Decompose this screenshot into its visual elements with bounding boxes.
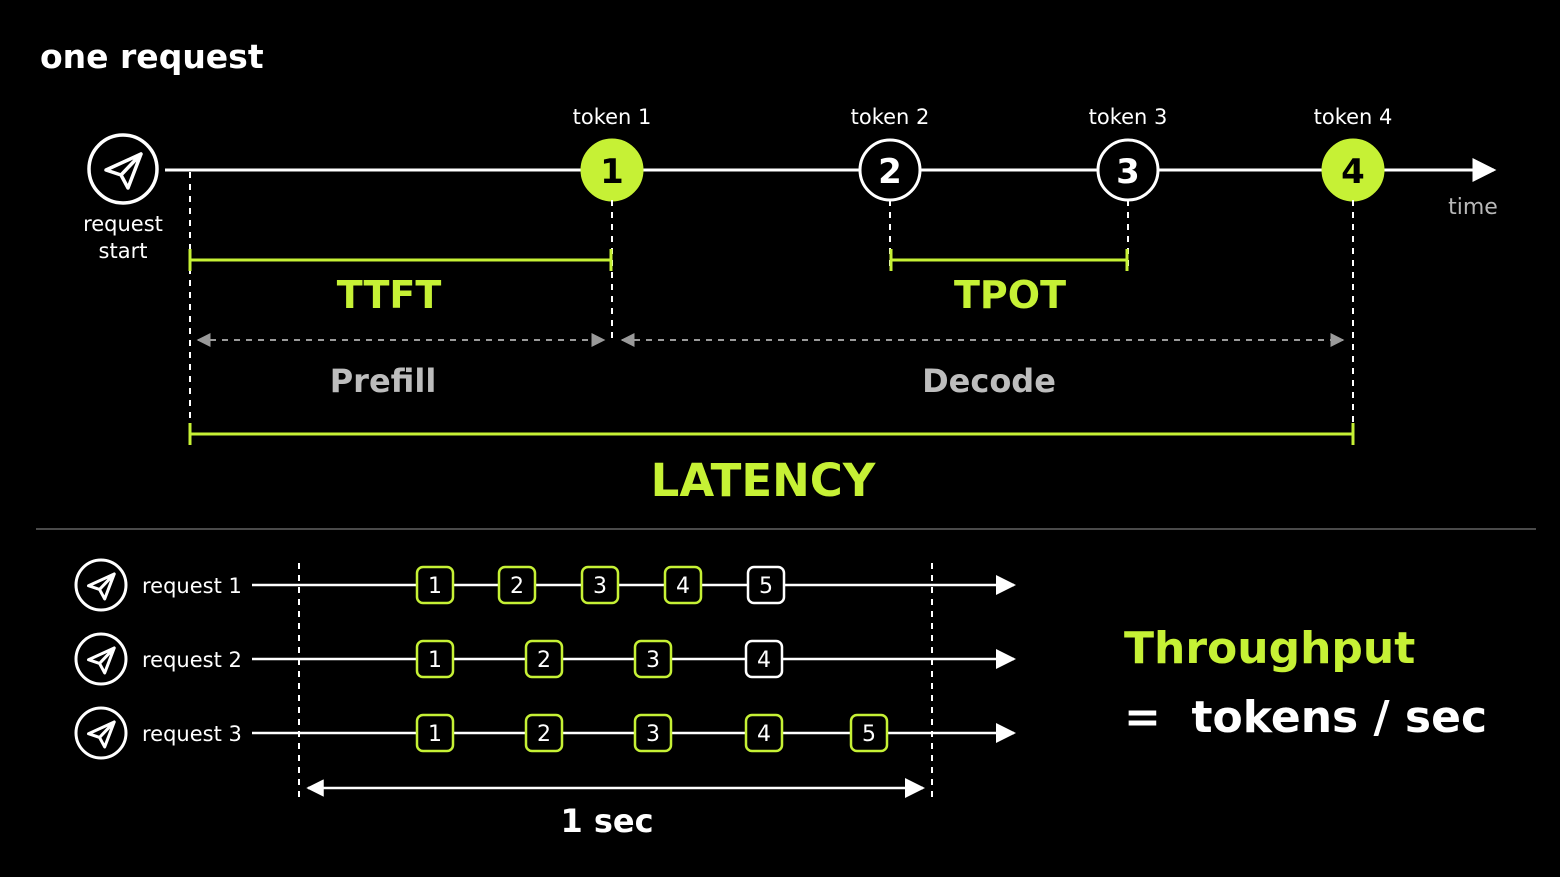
token-box-number: 3 (646, 722, 660, 747)
tpot-bracket (889, 249, 1129, 271)
token-label: token 4 (1314, 105, 1393, 129)
time-axis-label: time (1448, 195, 1498, 220)
request-1-icon (74, 558, 128, 612)
token-label: token 1 (573, 105, 652, 129)
token-box-number: 1 (428, 722, 442, 747)
token-label: token 3 (1089, 105, 1168, 129)
request-label: request 2 (142, 648, 242, 672)
request-start-icon (87, 133, 159, 205)
decode-label: Decode (922, 362, 1056, 400)
request-label: request 1 (142, 574, 242, 598)
token-box: 2 (497, 565, 537, 605)
request-label: request 3 (142, 722, 242, 746)
token-label: token 2 (851, 105, 930, 129)
token-box: 4 (663, 565, 703, 605)
token-box-number: 2 (537, 722, 551, 747)
prefill-label: Prefill (330, 362, 437, 400)
token-box-number: 3 (646, 648, 660, 673)
token-1-marker: 1 (580, 138, 644, 202)
token-box: 3 (633, 713, 673, 753)
ttft-bracket (188, 249, 613, 271)
token-box: 4 (744, 713, 784, 753)
token-box: 5 (849, 713, 889, 753)
token-box: 2 (524, 639, 564, 679)
latency-label: LATENCY (651, 454, 877, 507)
token-box: 3 (580, 565, 620, 605)
token-box: 4 (744, 639, 784, 679)
request-start-label: request (83, 212, 163, 236)
request-row-2: request 2 1 2 3 4 (74, 632, 1016, 686)
token-box-number: 1 (428, 574, 442, 599)
token-box: 1 (415, 639, 455, 679)
token-number: 1 (600, 152, 624, 192)
ttft-label: TTFT (337, 273, 442, 317)
token-box: 3 (633, 639, 673, 679)
token-box-number: 2 (537, 648, 551, 673)
token-number: 3 (1116, 152, 1140, 192)
token-2-marker: 2 (858, 138, 922, 202)
token-box: 2 (524, 713, 564, 753)
token-box: 5 (746, 565, 786, 605)
request-2-icon (74, 632, 128, 686)
token-box-number: 5 (759, 574, 773, 599)
top-token-markers: 1 token 1 2 token 2 3 token 3 4 token 4 (573, 105, 1393, 202)
token-number: 4 (1341, 152, 1365, 192)
token-box-number: 4 (757, 722, 771, 747)
token-box-number: 5 (862, 722, 876, 747)
window-label: 1 sec (560, 802, 653, 840)
throughput-title: Throughput (1124, 623, 1415, 674)
latency-bracket (188, 423, 1355, 445)
request-rows: request 1 1 2 3 4 5 request 2 1 2 3 4 request 3 1 2 3 4… (74, 558, 1016, 760)
token-box-number: 3 (593, 574, 607, 599)
request-row-1: request 1 1 2 3 4 5 (74, 558, 1016, 612)
request-3-icon (74, 706, 128, 760)
token-box-number: 4 (676, 574, 690, 599)
request-start-label-2: start (99, 239, 148, 263)
section-title: one request (40, 37, 264, 76)
token-box: 1 (415, 565, 455, 605)
token-4-marker: 4 (1321, 138, 1385, 202)
token-box-number: 2 (510, 574, 524, 599)
throughput-formula: = tokens / sec (1124, 692, 1487, 743)
token-number: 2 (878, 152, 902, 192)
request-row-3: request 3 1 2 3 4 5 (74, 706, 1016, 760)
token-3-marker: 3 (1096, 138, 1160, 202)
token-box-number: 1 (428, 648, 442, 673)
tpot-label: TPOT (954, 273, 1066, 317)
token-box: 1 (415, 713, 455, 753)
token-box-number: 4 (757, 648, 771, 673)
